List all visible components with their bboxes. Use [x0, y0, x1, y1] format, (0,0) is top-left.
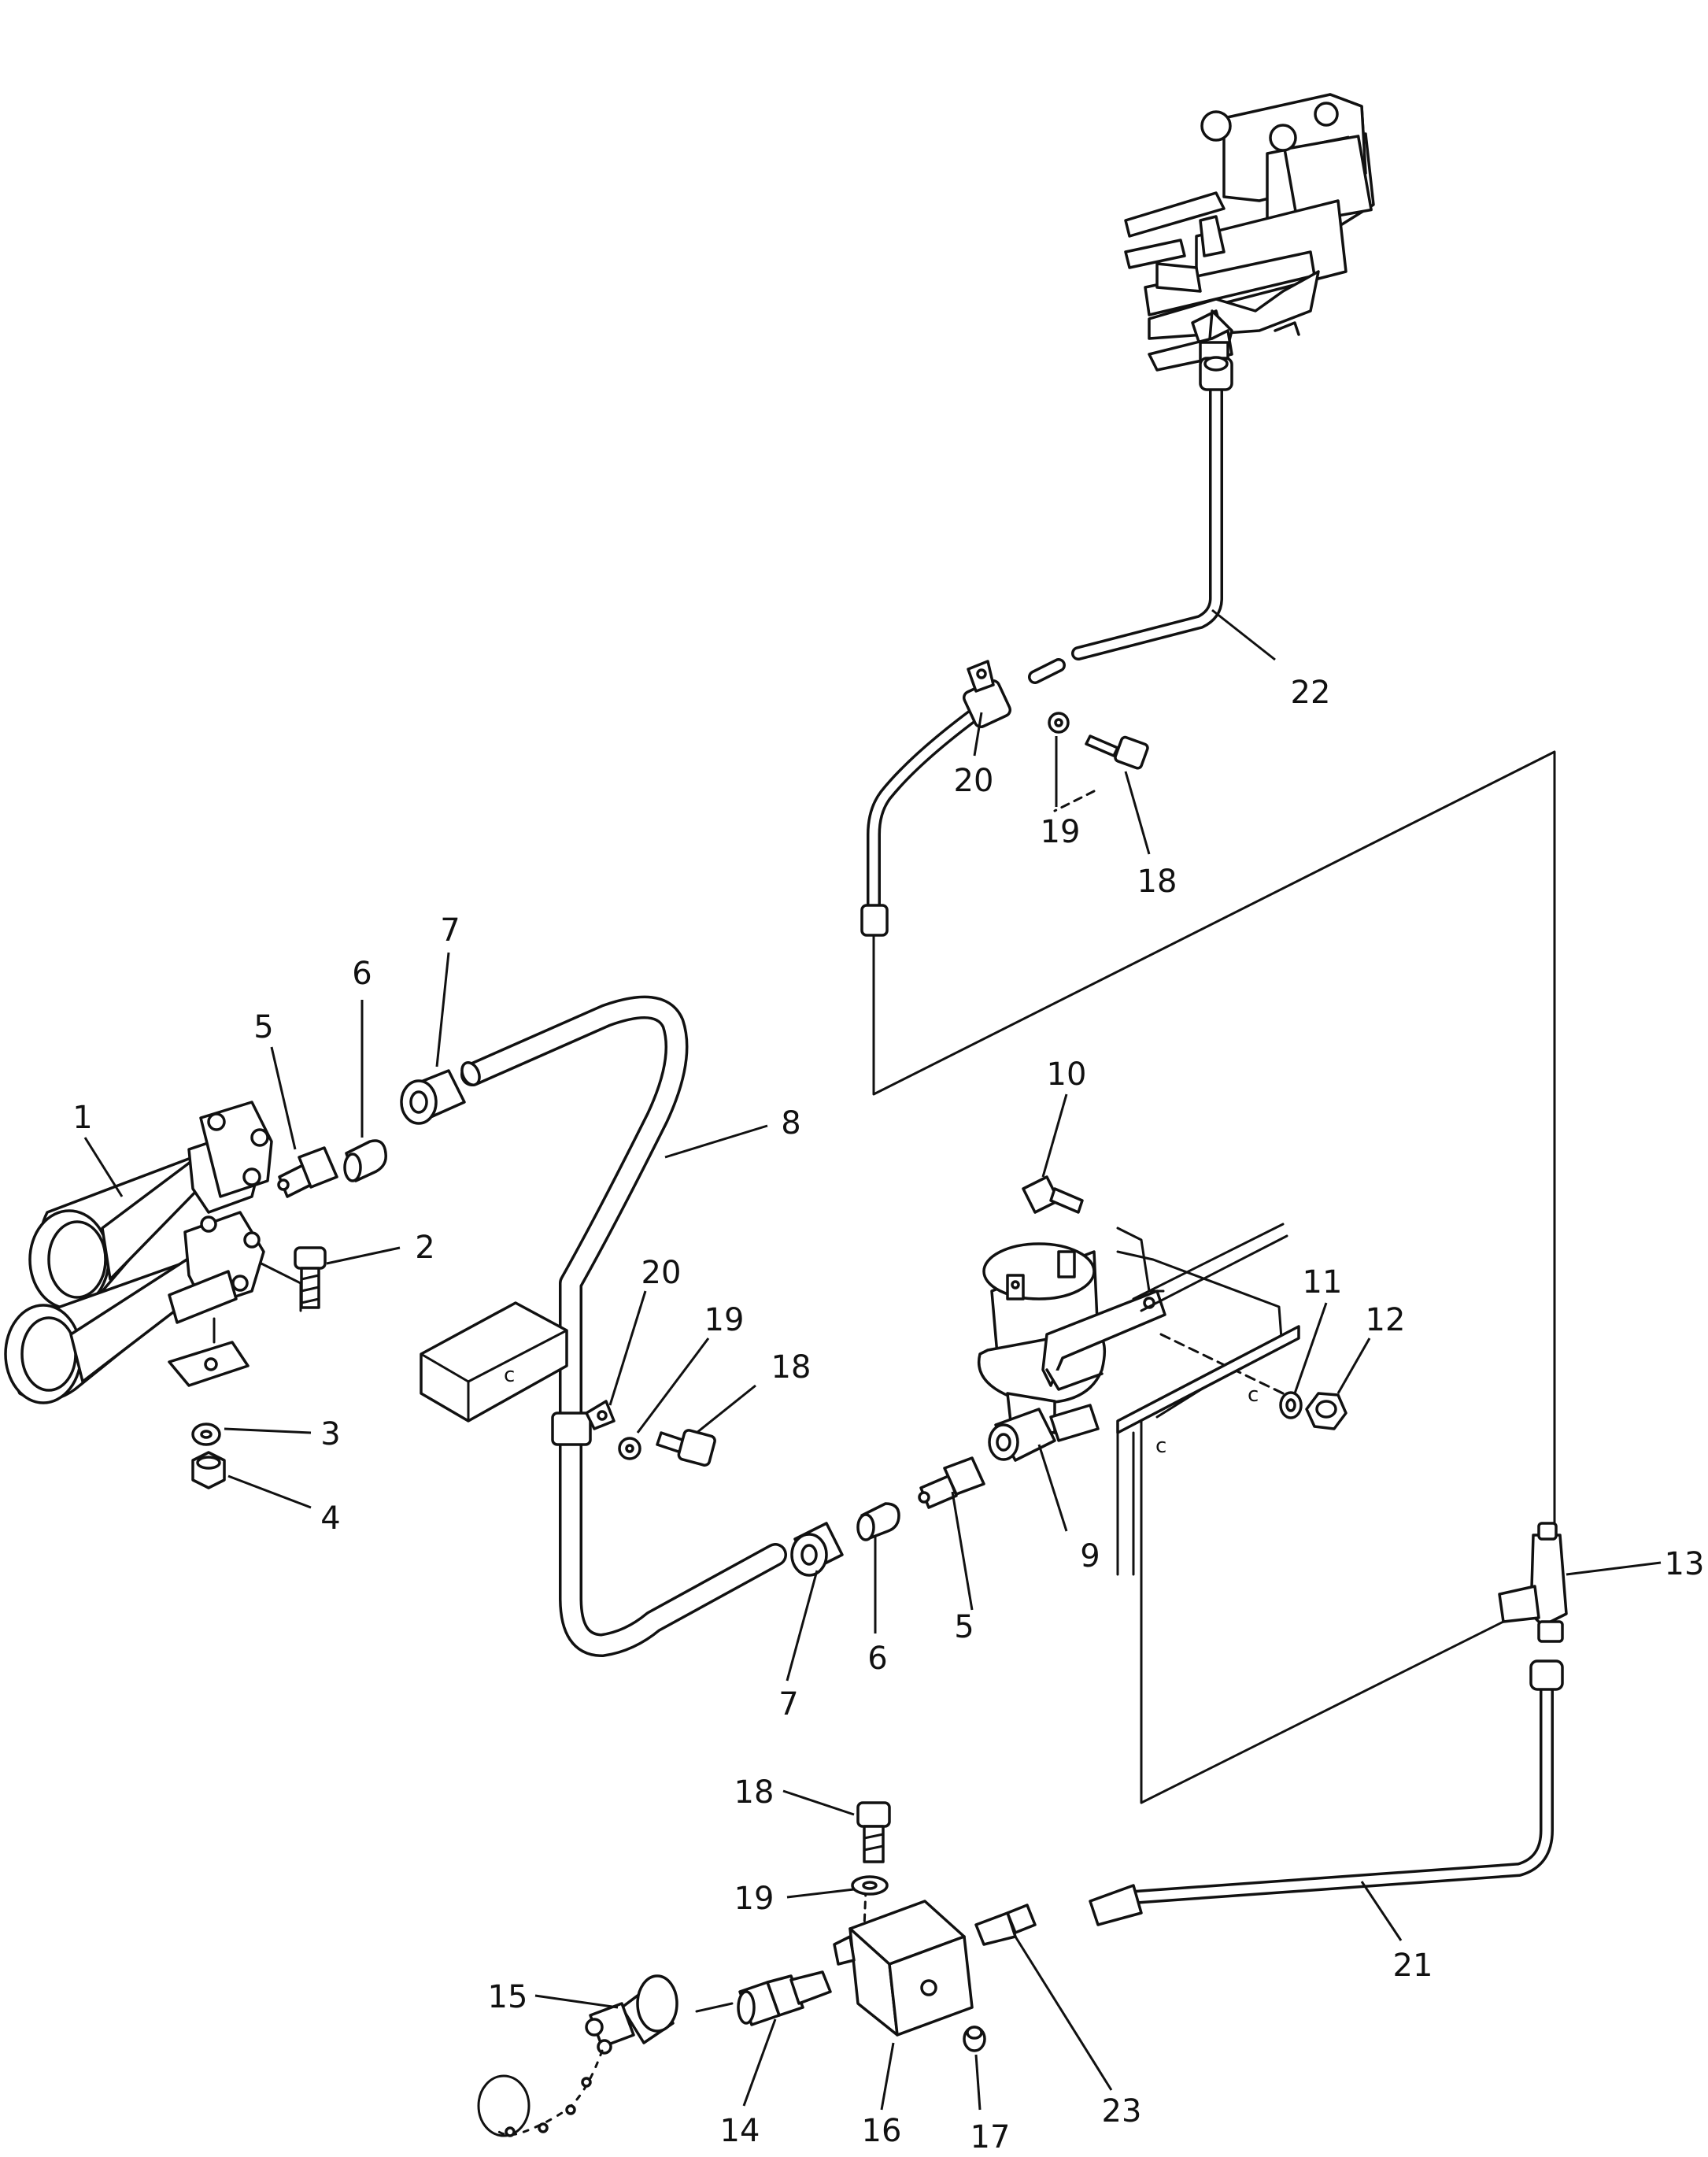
- part-19-washer-upper: [1048, 712, 1070, 734]
- part-6-sleeve-lower: [856, 1502, 900, 1541]
- frame-block: c: [420, 1301, 568, 1423]
- callout-20-upper: 20: [954, 763, 994, 799]
- callout-13: 13: [1665, 1546, 1705, 1582]
- callout-7-lower: 7: [778, 1686, 798, 1722]
- callout-12: 12: [1366, 1302, 1406, 1338]
- part-3-washer: [191, 1423, 221, 1446]
- callout-19-middle: 19: [704, 1302, 745, 1338]
- callout-2: 2: [415, 1230, 434, 1266]
- part-20-lower-clamp: [551, 1400, 616, 1446]
- callout-5-left: 5: [253, 1009, 273, 1045]
- part-11-washer: [1279, 1391, 1303, 1419]
- part-4-nut: [191, 1451, 226, 1489]
- callout-20-lower: 20: [641, 1255, 682, 1291]
- part-9-solenoid-valve: [978, 1242, 1166, 1462]
- frame-mark-2: c: [1248, 1383, 1259, 1407]
- part-12-nut: [1305, 1392, 1348, 1430]
- part-22-valve-assembly: [1124, 93, 1375, 372]
- part-19-washer-middle: [618, 1437, 641, 1460]
- part-8-hose: [460, 995, 787, 1657]
- part-1-air-horns: [4, 1101, 273, 1404]
- callout-5-lower: 5: [954, 1609, 974, 1645]
- part-16-pressure-block: [833, 1900, 974, 2037]
- callout-16: 16: [862, 2113, 902, 2149]
- callout-6-left: 6: [352, 956, 372, 992]
- part-15-cap: [477, 1974, 678, 2137]
- part-14-connector: [695, 1970, 832, 2026]
- callout-3: 3: [320, 1416, 340, 1452]
- frame-plate: c c: [1116, 1223, 1300, 1576]
- part-18-bolt-lower: [856, 1801, 891, 1863]
- callout-8: 8: [781, 1105, 800, 1141]
- callout-labels: 1 2 3 4 5 6 7 8 20 19 18 10 11 12 9 5 6 …: [72, 675, 1704, 2155]
- callout-9: 9: [1080, 1538, 1100, 1574]
- callout-15: 15: [488, 1979, 528, 2015]
- callout-4: 4: [320, 1500, 340, 1537]
- callout-17: 17: [970, 2119, 1011, 2155]
- callout-18-middle: 18: [771, 1349, 811, 1386]
- part-22-pipe: [1028, 356, 1233, 684]
- part-5-fitting-lower: [918, 1456, 985, 1509]
- part-18-bolt-upper: [1085, 734, 1149, 770]
- callout-11: 11: [1303, 1264, 1343, 1300]
- callout-19-lower: 19: [734, 1881, 775, 1917]
- callout-21: 21: [1393, 1948, 1433, 1984]
- part-13-tee-fitting: [1498, 1522, 1568, 1643]
- part-7-nut-lower: [790, 1522, 844, 1577]
- leader-lines: [83, 609, 1662, 2111]
- frame-mark-1: c: [504, 1363, 515, 1387]
- part-7-nut-left: [400, 1069, 466, 1125]
- callout-18-upper: 18: [1137, 864, 1177, 900]
- callout-14: 14: [720, 2113, 760, 2149]
- part-5-fitting-left: [277, 1146, 338, 1198]
- part-21-pipe: [1089, 1659, 1564, 1926]
- part-17-plug: [963, 2026, 986, 2052]
- part-23-fitting: [974, 1904, 1037, 1946]
- part-18-bolt-middle: [656, 1429, 716, 1467]
- part-20-upper-clamp: [860, 660, 1012, 937]
- part-6-sleeve-left: [343, 1139, 387, 1182]
- callout-19-upper: 19: [1041, 814, 1081, 850]
- part-19-washer-lower: [851, 1875, 889, 1896]
- frame-mark-3: c: [1155, 1434, 1166, 1458]
- callout-22: 22: [1291, 675, 1331, 711]
- part-2-bolt: [294, 1246, 327, 1309]
- callout-18-lower: 18: [734, 1774, 775, 1811]
- callout-10: 10: [1047, 1056, 1087, 1093]
- part-10-bolt: [1022, 1175, 1084, 1214]
- callout-1: 1: [72, 1100, 92, 1136]
- callout-23: 23: [1102, 2093, 1142, 2129]
- callout-6-lower: 6: [867, 1641, 887, 1677]
- callout-7-left: 7: [440, 912, 460, 949]
